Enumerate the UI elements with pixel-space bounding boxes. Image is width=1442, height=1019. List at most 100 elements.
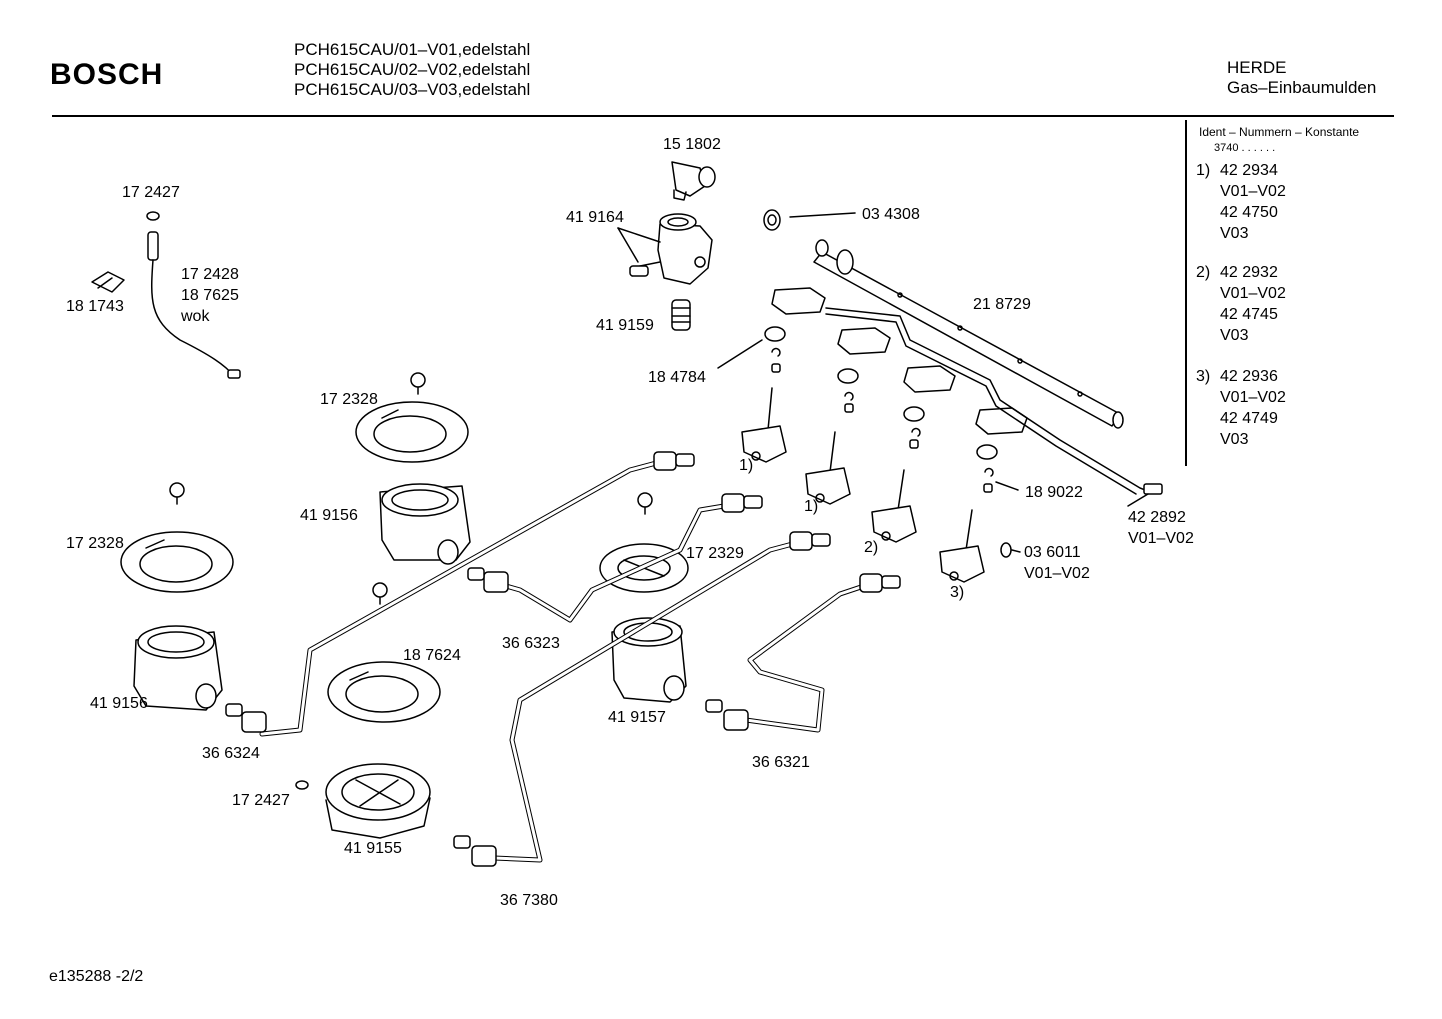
part-label: 17 2427 xyxy=(122,184,180,201)
pipe-fitting xyxy=(453,835,497,867)
tap-seat-parts xyxy=(717,326,1019,493)
pipe-fitting xyxy=(789,531,831,551)
part-label: 03 4308 xyxy=(862,206,920,223)
variant-line: V03 xyxy=(1220,431,1249,448)
gas-pipe xyxy=(492,540,802,862)
gas-inlet-block xyxy=(617,213,713,285)
part-label: 36 7380 xyxy=(500,892,558,909)
ignition-electrode xyxy=(146,211,241,379)
part-label: 18 4784 xyxy=(648,369,706,386)
part-label: V01–V02 xyxy=(1024,565,1090,582)
tap-variant-label: 1) xyxy=(739,457,754,474)
washer xyxy=(763,209,856,231)
part-label: 17 2428 xyxy=(181,266,239,283)
tap-variant-label: 1) xyxy=(804,498,819,515)
variant-line: V03 xyxy=(1220,327,1249,344)
pipe-fitting xyxy=(225,703,267,733)
category-line2: Gas–Einbaumulden xyxy=(1227,78,1377,97)
gas-pipe xyxy=(260,460,662,736)
part-label: 15 1802 xyxy=(663,136,721,153)
burner-housing xyxy=(611,617,687,703)
pipe-fitting xyxy=(467,567,509,593)
part-label: 36 6324 xyxy=(202,745,260,762)
variant-line: 42 4750 xyxy=(1220,204,1278,221)
model-line: PCH615CAU/01–V01,edelstahl xyxy=(294,40,531,59)
hex-nut xyxy=(1000,542,1021,558)
pipe-fitting xyxy=(653,451,695,471)
variant-line: V01–V02 xyxy=(1220,389,1286,406)
seal-ring xyxy=(355,401,469,463)
panel-divider xyxy=(1185,120,1187,466)
model-list: PCH615CAU/01–V01,edelstahl PCH615CAU/02–… xyxy=(294,40,530,100)
variant-number: 3) xyxy=(1196,368,1211,385)
part-label: 41 9157 xyxy=(608,709,666,726)
gas-tap xyxy=(939,509,985,583)
part-label: 42 2892 xyxy=(1128,509,1186,526)
part-label: 17 2328 xyxy=(320,391,378,408)
tap-variant-label: 2) xyxy=(864,539,879,556)
part-label: 17 2427 xyxy=(232,792,290,809)
variant-block: 2) 42 2932 V01–V02 42 4745 V03 xyxy=(1196,262,1286,346)
variant-block: 1) 42 2934 V01–V02 42 4750 V03 xyxy=(1196,160,1286,244)
part-label: 18 7624 xyxy=(403,647,461,664)
gas-tap xyxy=(741,387,787,463)
variant-line: V01–V02 xyxy=(1220,285,1286,302)
part-label: 18 9022 xyxy=(1025,484,1083,501)
tap-variant-label: 3) xyxy=(950,584,965,601)
part-label: 41 9155 xyxy=(344,840,402,857)
header-rule xyxy=(52,115,1394,117)
nipple-fitting xyxy=(671,299,691,331)
variant-line: V03 xyxy=(1220,225,1249,242)
part-label: V01–V02 xyxy=(1128,530,1194,547)
variant-block: 3) 42 2936 V01–V02 42 4749 V03 xyxy=(1196,366,1286,450)
part-label: 36 6323 xyxy=(502,635,560,652)
part-label: 17 2329 xyxy=(686,545,744,562)
gas-tap xyxy=(805,431,851,505)
pipe-fitting xyxy=(859,573,901,593)
ident-heading: Ident – Nummern – Konstante xyxy=(1199,125,1360,139)
screw xyxy=(169,482,185,505)
part-label: 41 9156 xyxy=(90,695,148,712)
part-label: 03 6011 xyxy=(1024,544,1081,561)
screw xyxy=(372,582,388,605)
variant-number: 2) xyxy=(1196,264,1211,281)
variant-line: V01–V02 xyxy=(1220,183,1286,200)
part-label: 41 9164 xyxy=(566,209,624,226)
model-line: PCH615CAU/03–V03,edelstahl xyxy=(294,80,531,99)
burner-housing xyxy=(325,763,431,839)
variant-line: 42 4745 xyxy=(1220,306,1278,323)
part-label: 36 6321 xyxy=(752,754,810,771)
part-label: 18 7625 xyxy=(181,287,239,304)
burner-housing xyxy=(133,625,223,711)
brand-logo: BOSCH xyxy=(50,58,164,91)
part-label: 41 9156 xyxy=(300,507,358,524)
gas-pipe xyxy=(744,582,872,732)
elbow-fitting xyxy=(671,161,716,201)
category-line1: HERDE xyxy=(1227,58,1287,77)
screw xyxy=(410,372,426,395)
gas-tap xyxy=(871,469,917,543)
seal-ring xyxy=(327,661,441,723)
burner-housing xyxy=(379,483,471,565)
gas-rail xyxy=(813,239,1124,429)
variant-line: 42 2936 xyxy=(1220,368,1278,385)
part-label: wok xyxy=(181,308,210,325)
variant-line: 42 2932 xyxy=(1220,264,1278,281)
washer xyxy=(295,780,309,790)
screw xyxy=(637,492,653,515)
ignition-switch-harness xyxy=(771,287,1163,507)
ident-constant: 3740 . . . . . . xyxy=(1214,142,1276,154)
part-label: 17 2328 xyxy=(66,535,124,552)
gas-pipe xyxy=(491,539,803,863)
seal-ring xyxy=(120,531,234,593)
part-label: 41 9159 xyxy=(596,317,654,334)
model-line: PCH615CAU/02–V02,edelstahl xyxy=(294,60,531,79)
category: HERDE Gas–Einbaumulden xyxy=(1227,58,1376,98)
variant-line: 42 4749 xyxy=(1220,410,1278,427)
pipe-fitting xyxy=(721,493,763,513)
variant-number: 1) xyxy=(1196,162,1211,179)
gas-pipe xyxy=(743,581,873,733)
gas-pipe xyxy=(490,502,738,622)
variant-line: 42 2934 xyxy=(1220,162,1278,179)
